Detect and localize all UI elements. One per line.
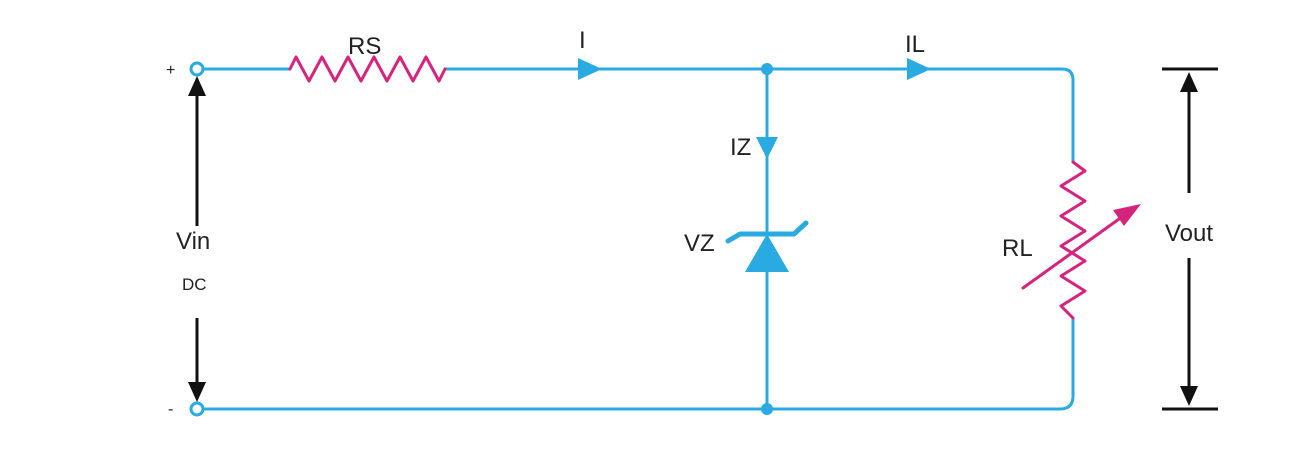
current-il-arrow-icon — [907, 58, 931, 80]
vout-arrow-up-icon — [1180, 72, 1198, 92]
label-vz: VZ — [684, 230, 715, 257]
vin-arrow-up-icon — [188, 76, 206, 96]
label-dc: DC — [182, 275, 207, 294]
current-iz-arrow-icon — [756, 137, 778, 159]
label-vin: Vin — [176, 228, 210, 255]
junction-bottom — [761, 403, 773, 415]
label-iz: IZ — [730, 134, 751, 161]
zener-diode-bar — [725, 220, 809, 244]
wires — [201, 67, 1075, 411]
vout-arrow-down-icon — [1180, 386, 1198, 406]
label-plus: + — [166, 62, 175, 79]
top-right-corner — [1060, 67, 1075, 82]
resistor-rs — [288, 55, 447, 83]
bottom-right-corner — [1058, 394, 1075, 411]
label-minus: - — [168, 401, 173, 418]
input-terminal-negative — [189, 401, 205, 417]
current-i-arrow-icon — [578, 58, 602, 80]
zener-diode-triangle — [745, 234, 789, 272]
label-rl: RL — [1002, 235, 1033, 262]
junction-top — [761, 63, 773, 75]
label-i: I — [579, 27, 586, 54]
input-terminal-positive — [189, 61, 205, 77]
variable-arrow-line — [1021, 212, 1128, 290]
variable-arrow-head-icon — [1113, 204, 1141, 226]
vin-arrow-down-icon — [188, 382, 206, 402]
label-vout: Vout — [1165, 220, 1213, 247]
label-il: IL — [905, 31, 925, 58]
label-rs: RS — [348, 33, 381, 60]
resistor-rl — [1059, 160, 1087, 320]
